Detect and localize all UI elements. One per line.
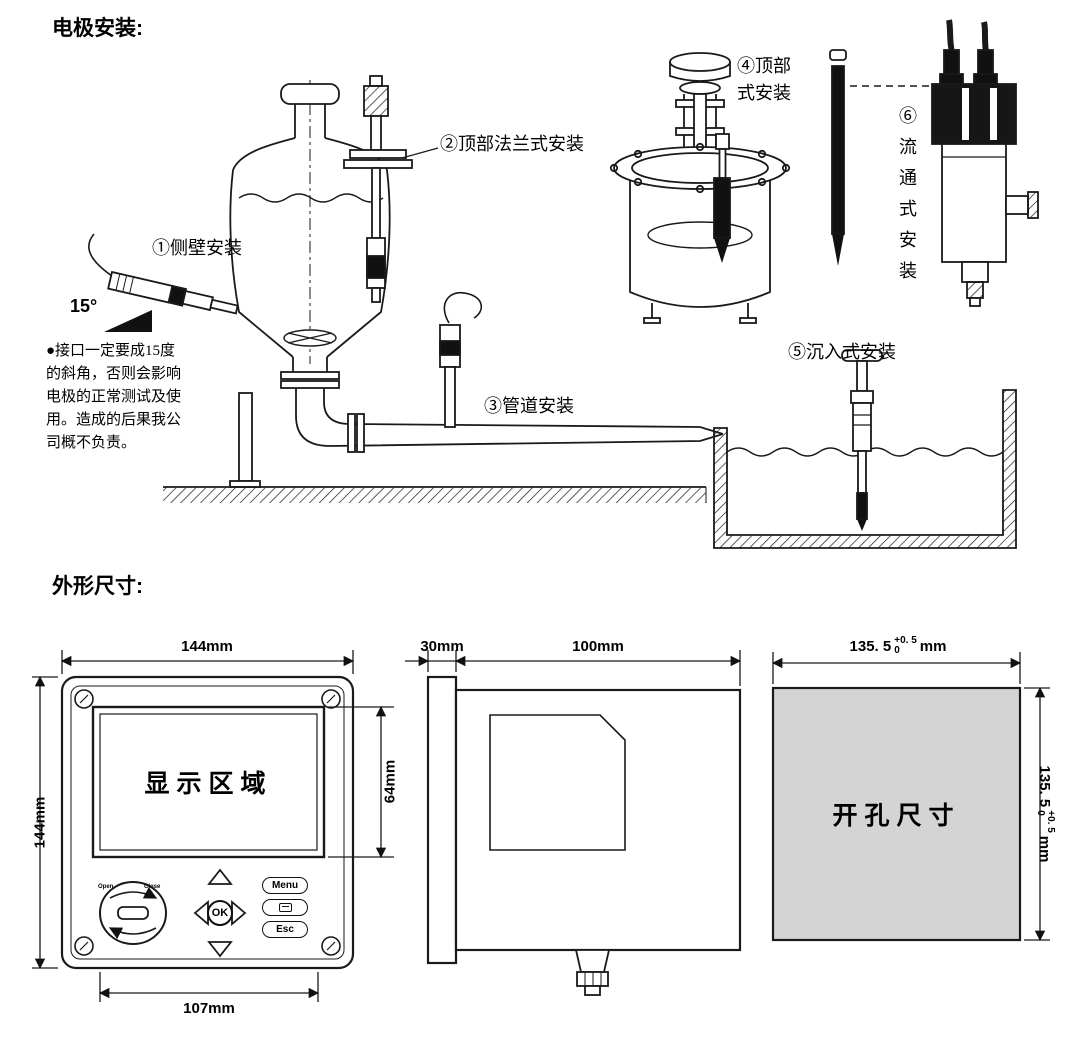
esc-button: Esc (262, 921, 308, 938)
tolerance-plus: +0. 5 (894, 635, 917, 646)
immersion-pit (713, 349, 1017, 549)
display-area-label: 显示区域 (144, 771, 273, 798)
cutout-dim-value: 135. 5 (849, 637, 892, 655)
warning-line: 电极的正常测试及使 (46, 389, 182, 405)
label-top-installation-line1: ④顶部 (737, 56, 791, 76)
menu-button: Menu (262, 877, 308, 894)
tolerance-plus: +0. 5 (1045, 810, 1056, 833)
ground-hatch (163, 486, 707, 503)
label-top-flange-installation: ②顶部法兰式安装 (440, 134, 584, 154)
dimension-lines (32, 650, 1050, 1002)
label-pipeline-installation: ③管道安装 (484, 396, 574, 416)
cutout-drawing (771, 686, 1022, 942)
label-side-wall-installation: ①侧壁安装 (152, 238, 242, 258)
cutout-dim-unit: mm (1036, 835, 1054, 863)
print-icon (278, 903, 292, 912)
display-height-dim: 64mm (381, 759, 399, 804)
cutout-dim-tolerance: +0. 5 0 (894, 636, 917, 656)
top-flange-electrode (343, 75, 439, 303)
warning-line: ●接口一定要成15度 (46, 343, 176, 359)
cutout-dim-unit: mm (919, 637, 947, 655)
tolerance-minus: 0 (894, 645, 900, 656)
front-height-dim: 144mm (31, 796, 49, 849)
knob-close-label: Close (144, 884, 161, 890)
installation-section-title: 电极安装: (52, 17, 143, 40)
label-top-installation-line2: 式安装 (737, 83, 791, 103)
installation-warning: ●接口一定要成15度 的斜角，否则会影响 电极的正常测试及使 用。造成的后果我公… (46, 340, 181, 455)
ok-button: OK (207, 900, 233, 926)
cutout-area-label: 开孔尺寸 (832, 803, 961, 830)
label-immersion-installation: ⑤沉入式安装 (788, 342, 896, 362)
warning-line: 司概不负责。 (46, 435, 137, 451)
standalone-electrode (829, 49, 930, 266)
label-flow-through-installation: ⑥流通式安装 (897, 106, 917, 292)
warning-line: 的斜角，否则会影响 (46, 366, 182, 382)
immersion-electrode (841, 349, 883, 531)
front-view-drawing (60, 675, 355, 970)
cutout-width-dim: 135. 5 +0. 5 0 mm (828, 636, 968, 656)
rotary-knob (99, 881, 167, 945)
knob-open-label: Open (98, 884, 114, 890)
top-mount-vessel (609, 52, 791, 324)
side-wall-electrode (88, 233, 239, 332)
warning-line: 用。造成的后果我公 (46, 412, 182, 428)
print-button (262, 899, 308, 916)
cutout-dim-value: 135. 5 (1036, 765, 1054, 808)
side-view-drawing (426, 675, 742, 996)
tolerance-minus: 0 (1035, 810, 1046, 816)
front-bottom-width-dim: 107mm (183, 1000, 235, 1017)
side-panel-depth-dim: 30mm (420, 638, 464, 655)
tank-drawing (229, 80, 724, 488)
cutout-dim-tolerance: +0. 5 0 (1035, 810, 1056, 833)
side-body-depth-dim: 100mm (572, 638, 624, 655)
cable-gland (574, 949, 611, 996)
angle-label: 15° (70, 296, 98, 316)
cutout-height-dim: 135. 5 +0. 5 0 mm (1035, 744, 1056, 884)
dimensions-section-title: 外形尺寸: (52, 575, 143, 598)
flow-cell (931, 19, 1039, 307)
pipeline-electrode (439, 291, 483, 428)
front-width-dim: 144mm (181, 638, 233, 655)
